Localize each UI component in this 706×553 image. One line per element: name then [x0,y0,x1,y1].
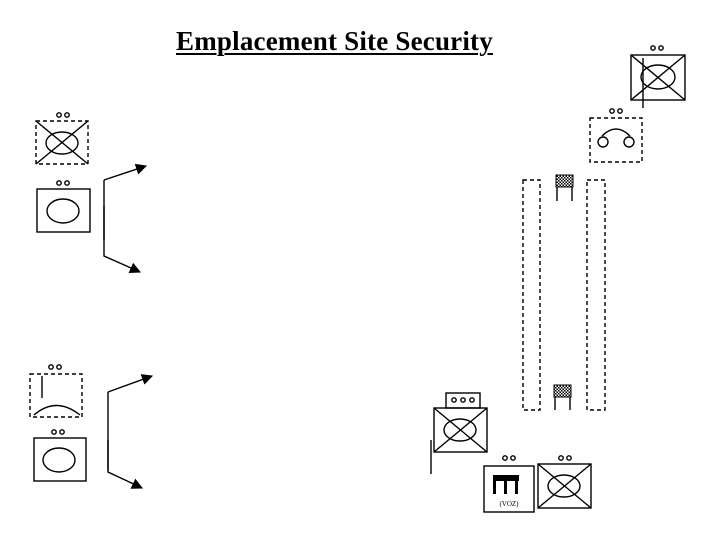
unit-dots-icon [502,455,516,461]
unit-dots-icon [48,364,62,370]
crossed-box-icon [433,407,488,453]
arrow-icon [103,163,148,274]
unit-dots-icon [609,108,623,114]
unit-dots-icon [451,397,475,403]
unit-bottom-right [537,455,592,509]
ellipse-box-icon [33,437,87,482]
unit-bottom-vehicle: (VOZ) [483,455,535,513]
unit-left-third [29,364,83,418]
unit-left-second [36,180,91,233]
crossed-box-icon [537,463,592,509]
hatched-marker-icon [555,174,574,201]
page-title: Emplacement Site Security [176,26,493,56]
unit-dots-icon [51,429,65,435]
unit-left-bottom [33,429,87,482]
lane-left [522,179,541,411]
unit-dots-icon [650,45,664,51]
crossed-box-icon [35,120,89,165]
unit-right-dashed [589,108,643,163]
vehicle-label: (VOZ) [499,500,519,508]
hatched-marker-icon [553,384,572,410]
unit-dots-icon [56,180,70,186]
unit-bottom-center [430,392,488,474]
ellipse-box-icon [36,188,91,233]
unit-dots-icon [56,112,70,118]
crossed-box-icon [630,54,686,108]
arrow-icon [107,374,154,489]
unit-top-right [630,45,686,108]
vehicle-icon [493,475,519,494]
unit-left-top [35,112,89,165]
lane-right [586,179,606,411]
unit-dots-icon [558,455,572,461]
